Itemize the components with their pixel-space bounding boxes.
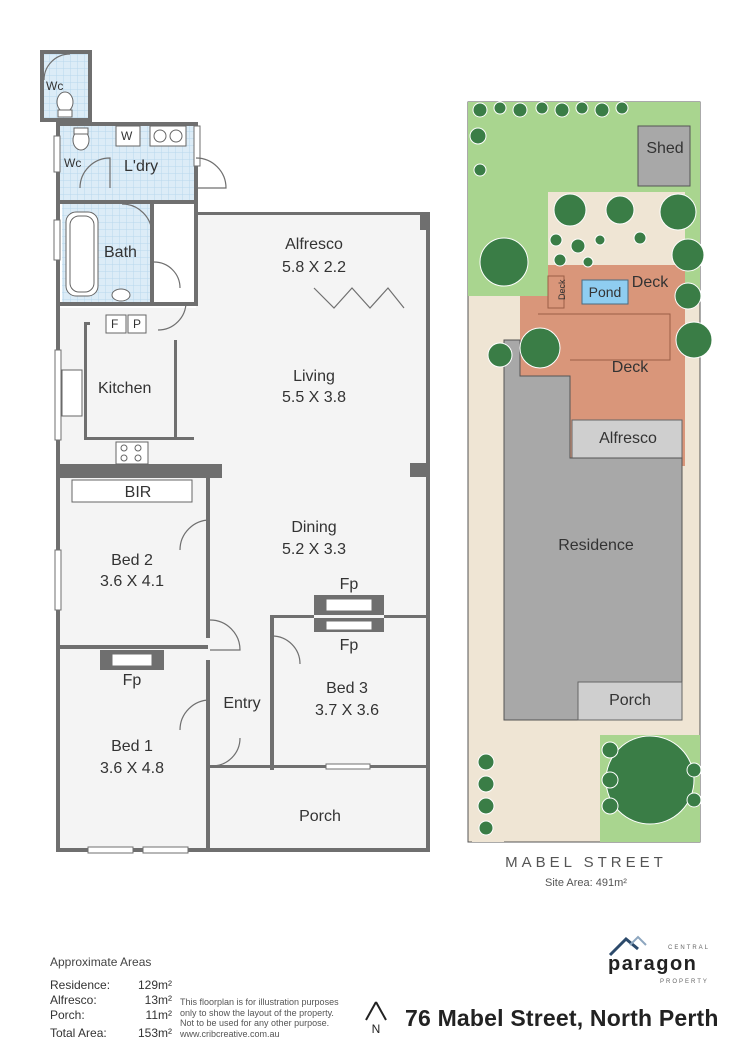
alfresco-size: 5.8 X 2.2 — [282, 259, 346, 276]
area-value: 13m² — [144, 993, 172, 1007]
north-arrow-icon: N — [365, 1001, 387, 1036]
bed3-size: 3.7 X 3.6 — [315, 702, 379, 719]
dining-label: Dining — [291, 519, 336, 536]
pantry-label: P — [133, 317, 141, 331]
entry-label: Entry — [223, 695, 260, 712]
disclaimer: This floorplan is for illustration purpo… — [180, 997, 360, 1039]
deck-main-label: Deck — [612, 359, 649, 376]
deck-upper-label: Deck — [632, 274, 669, 291]
disclaimer-line: Not to be used for any other purpose. — [180, 1018, 330, 1028]
fridge-label: F — [111, 317, 118, 331]
floor-plan: Wc Wc L'dry W Bath F P Kitchen Alfresco … — [40, 50, 430, 854]
bed3-label: Bed 3 — [326, 680, 368, 697]
pond-label: Pond — [589, 284, 622, 300]
residence-label: Residence — [558, 537, 634, 554]
bed1-label: Bed 1 — [111, 738, 153, 755]
living-size: 5.5 X 3.8 — [282, 389, 346, 406]
laundry-label: L'dry — [124, 158, 158, 175]
property-address: 76 Mabel Street, North Perth — [405, 1005, 719, 1031]
brand-top: CENTRAL — [668, 945, 711, 951]
deck-side-label: Deck — [557, 279, 567, 300]
kitchen-label: Kitchen — [98, 380, 151, 397]
brand-bottom: PROPERTY — [660, 979, 709, 985]
street-name: MABEL STREET — [505, 854, 667, 871]
site-alfresco-label: Alfresco — [599, 430, 657, 447]
shed-label: Shed — [646, 140, 683, 157]
area-label: Porch: — [50, 1008, 85, 1022]
site-porch-label: Porch — [609, 692, 651, 709]
area-value: 11m² — [145, 1008, 172, 1022]
disclaimer-line: This floorplan is for illustration purpo… — [180, 997, 339, 1007]
living-label: Living — [293, 368, 335, 385]
bir-label: BIR — [125, 484, 152, 501]
fireplace-upper-label: Fp — [340, 576, 359, 593]
brand-name: paragon — [608, 953, 698, 975]
disclaimer-link[interactable]: www.cribcreative.com.au — [180, 1028, 280, 1039]
disclaimer-line: only to show the layout of the property. — [180, 1007, 334, 1018]
site-area: Site Area: 491m² — [545, 877, 627, 889]
bed2-size: 3.6 X 4.1 — [100, 573, 164, 590]
porch-label: Porch — [299, 808, 341, 825]
brand-mountain-icon — [608, 935, 647, 957]
washer-label: W — [121, 129, 133, 143]
area-value: 129m² — [137, 978, 172, 992]
site-plan: Shed Deck Deck Pond Deck Alfresco Reside… — [467, 101, 713, 889]
area-label: Total Area: — [50, 1026, 107, 1040]
wc-second-label: Wc — [64, 156, 81, 170]
area-label: Alfresco: — [50, 993, 97, 1007]
brand-logo: CENTRAL paragon PROPERTY — [608, 935, 720, 990]
bed2-label: Bed 2 — [111, 552, 153, 569]
area-label: Residence: — [50, 978, 111, 992]
areas-title: Approximate Areas — [50, 955, 152, 969]
alfresco-label: Alfresco — [285, 236, 343, 253]
fireplace-bed1-label: Fp — [123, 672, 142, 689]
bed1-size: 3.6 X 4.8 — [100, 760, 164, 777]
north-label: N — [372, 1022, 381, 1036]
area-value: 153m² — [137, 1026, 172, 1040]
bath-label: Bath — [104, 244, 137, 261]
wc-top-label: Wc — [46, 79, 63, 93]
fireplace-lower-label: Fp — [340, 637, 359, 654]
dining-size: 5.2 X 3.3 — [282, 541, 346, 558]
